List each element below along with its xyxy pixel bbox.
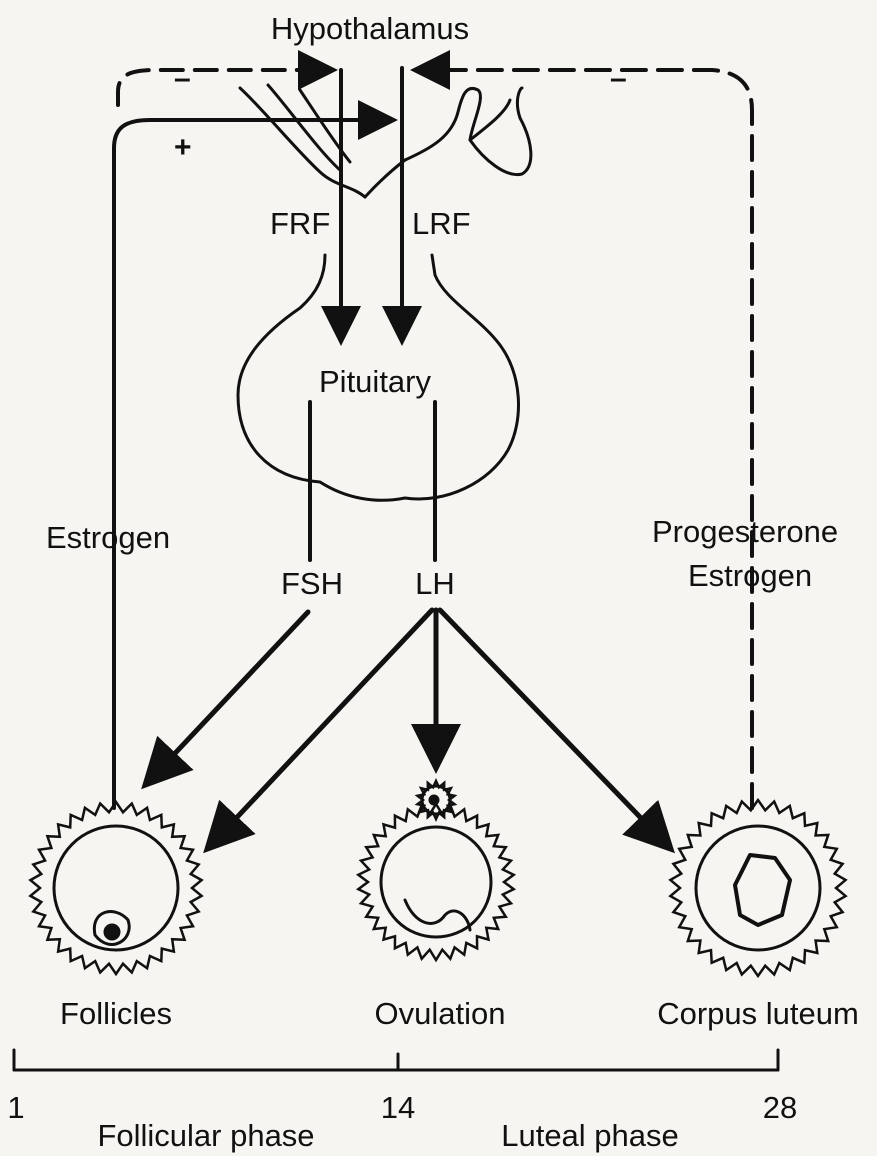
estrogen-negative-feedback (118, 70, 330, 105)
estrogen-left-label: Estrogen (46, 522, 170, 553)
timeline-axis (14, 1050, 778, 1070)
hypothalamus-outline (240, 85, 531, 197)
progesterone-label: Progesterone (652, 516, 838, 547)
follicles-label: Follicles (60, 998, 172, 1029)
ovulation-label: Ovulation (375, 998, 506, 1029)
estrogen-negative-sign: – (174, 64, 191, 94)
progesterone-negative-sign: – (610, 64, 627, 94)
pituitary-label: Pituitary (319, 366, 431, 397)
hypothalamus-label: Hypothalamus (271, 13, 469, 44)
follicle-rim (30, 802, 201, 974)
lh-to-follicles-arrow (210, 610, 432, 846)
lrf-label: LRF (412, 208, 471, 239)
lh-to-corpus-luteum-arrow (440, 610, 668, 846)
estrogen-feedback-line (114, 120, 390, 808)
day-14-label: 14 (381, 1092, 415, 1123)
fsh-label: FSH (281, 568, 343, 599)
estrogen-positive-sign: + (174, 133, 192, 163)
estrogen-right-label: Estrogen (688, 560, 812, 591)
luteal-phase-label: Luteal phase (501, 1120, 679, 1151)
fsh-to-follicles-arrow (148, 612, 308, 782)
day-1-label: 1 (7, 1092, 24, 1123)
frf-label: FRF (270, 208, 330, 239)
progesterone-feedback-line (418, 70, 752, 808)
follicular-phase-label: Follicular phase (97, 1120, 314, 1151)
lh-label: LH (415, 568, 455, 599)
day-28-label: 28 (763, 1092, 797, 1123)
corpus-luteum-label: Corpus luteum (657, 998, 859, 1029)
